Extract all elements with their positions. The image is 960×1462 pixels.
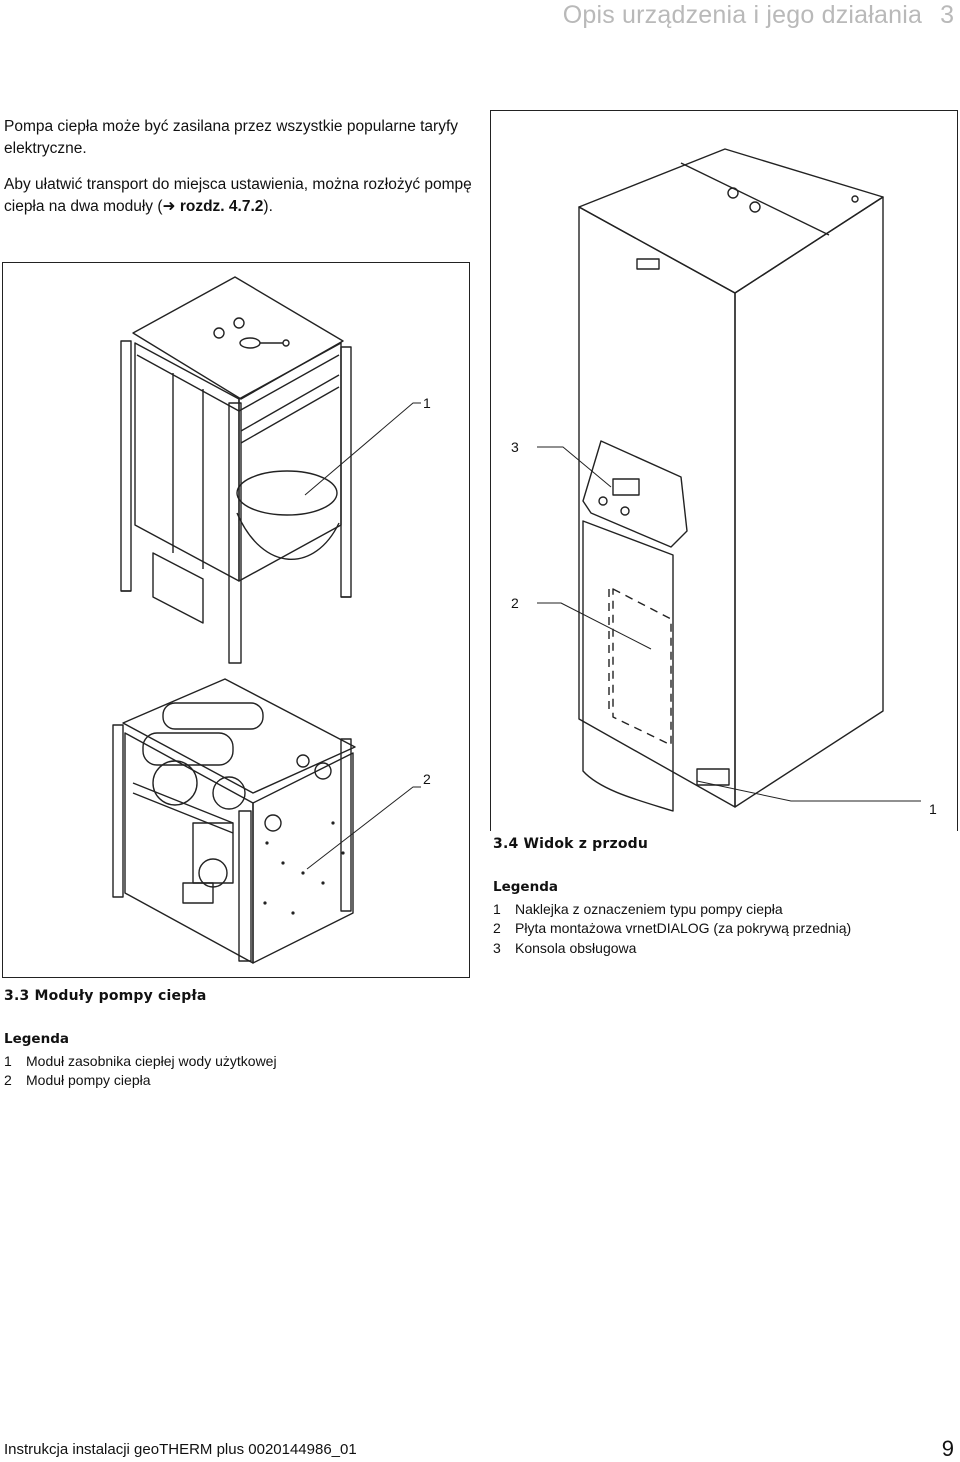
figure-front-view: 3 2 1: [490, 110, 958, 831]
heat-pump-modules-illustration: [112, 276, 421, 964]
document-title: Instrukcja instalacji geoTHERM plus 0020…: [4, 1440, 357, 1458]
section-number: 3: [940, 0, 954, 29]
page-number: 9: [941, 1436, 954, 1461]
figure-3-3-caption: 3.3 Moduły pompy ciepła: [4, 988, 207, 1004]
callout-2: 2: [511, 595, 519, 611]
figure-3-4-caption: 3.4 Widok z przodu: [493, 836, 649, 852]
front-view-illustration: [537, 148, 921, 812]
intro-paragraph-2: Aby ułatwić transport do miejsca ustawie…: [4, 176, 472, 215]
page-footer: Instrukcja instalacji geoTHERM plus 0020…: [4, 1436, 954, 1461]
legend-title: Legenda: [4, 1031, 69, 1047]
chapter-reference-link[interactable]: rozdz. 4.7.2: [175, 198, 264, 215]
page-header: Opis urządzenia i jego działania 3: [563, 0, 960, 30]
arrow-icon: ➜: [162, 198, 176, 215]
callout-1: 1: [423, 395, 431, 411]
intro-text: Pompa ciepła może być zasilana przez wsz…: [4, 116, 474, 232]
figure-heat-pump-modules: 1 2: [2, 262, 470, 978]
callout-1: 1: [929, 801, 937, 817]
callout-3: 3: [511, 439, 519, 455]
intro-paragraph-1: Pompa ciepła może być zasilana przez wsz…: [4, 118, 459, 157]
callout-2: 2: [423, 771, 431, 787]
section-title: Opis urządzenia i jego działania: [562, 0, 923, 29]
legend-title: Legenda: [493, 879, 558, 895]
